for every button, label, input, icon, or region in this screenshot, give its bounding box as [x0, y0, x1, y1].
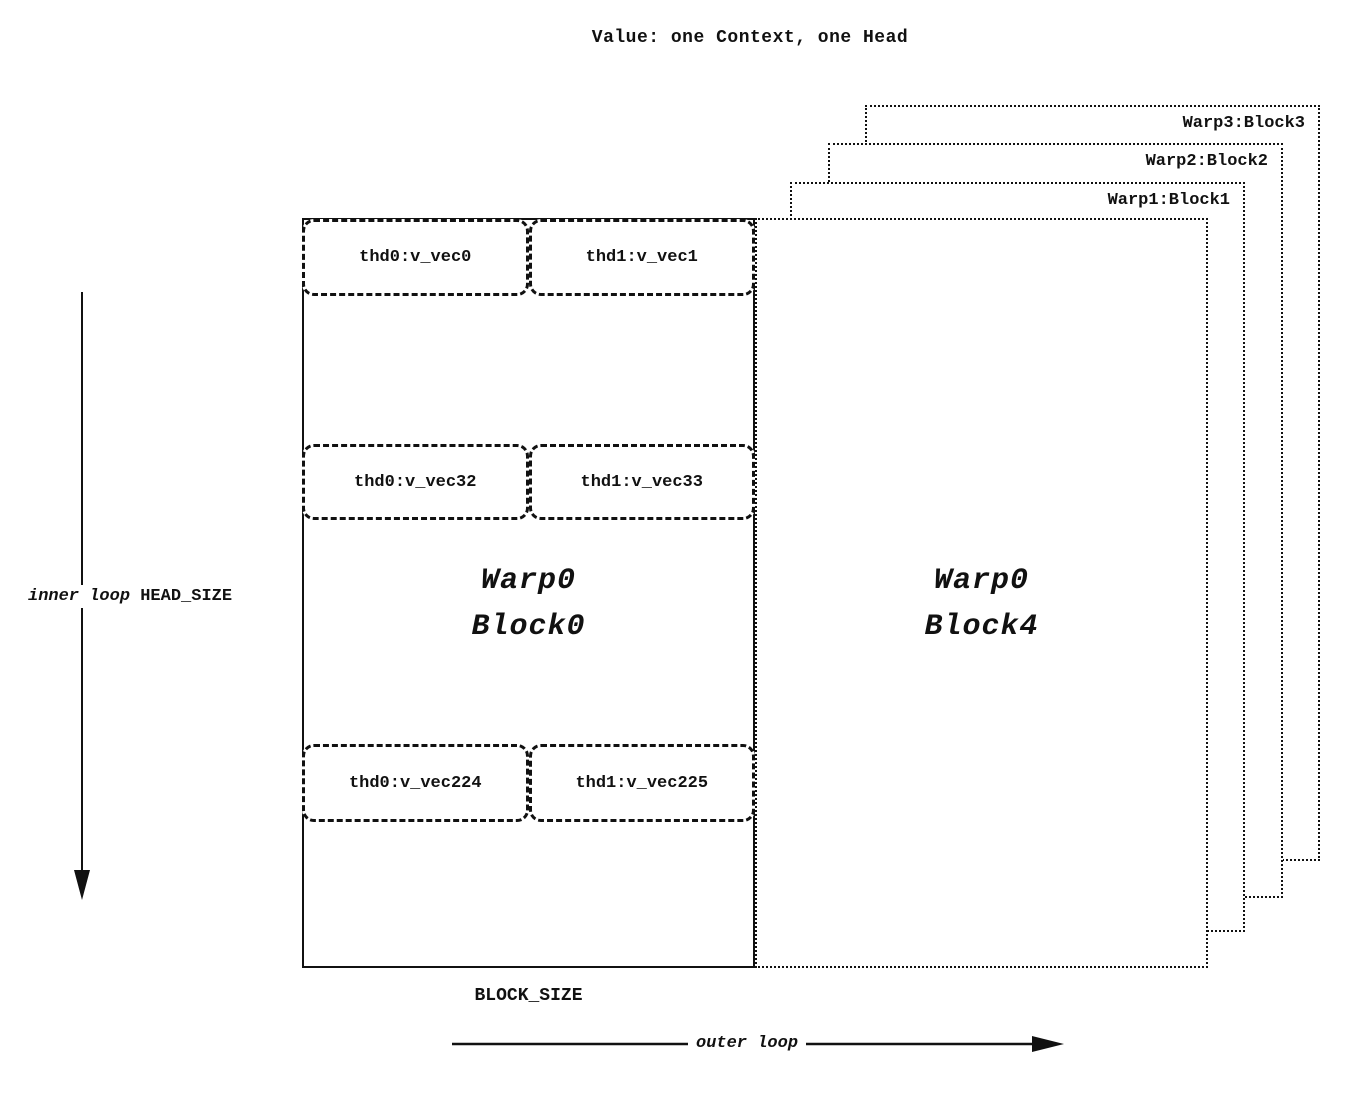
head-size-label: HEAD_SIZE: [140, 587, 233, 606]
warp0-block0-label: Warp0 Block0: [304, 558, 753, 650]
vec-cell: thd0:v_vec0: [302, 219, 529, 296]
warp0-block0-box: thd0:v_vec0 thd1:v_vec1 thd0:v_vec32 thd…: [302, 218, 755, 968]
vec-row-0: thd0:v_vec0 thd1:v_vec1: [302, 219, 755, 296]
vec-cell: thd1:v_vec33: [528, 444, 755, 520]
inner-loop-label: inner loop: [28, 587, 131, 606]
warp3-block3-label: Warp3:Block3: [1182, 114, 1305, 133]
warp0-block4-line1: Warp0: [933, 564, 1029, 598]
vec-cell: thd0:v_vec32: [302, 444, 529, 520]
head-size-axis-label: inner loop HEAD_SIZE: [24, 585, 237, 608]
warp2-block2-label: Warp2:Block2: [1145, 152, 1268, 171]
warp0-block0-line2: Block0: [471, 610, 586, 644]
vec-row-1: thd0:v_vec32 thd1:v_vec33: [302, 444, 755, 520]
warp0-block0-line1: Warp0: [480, 564, 576, 598]
warp0-block4-line2: Block4: [924, 610, 1039, 644]
warp0-block4-box: Warp0 Block4: [755, 218, 1208, 968]
vec-cell: thd1:v_vec225: [528, 744, 755, 822]
diagram-title: Value: one Context, one Head: [591, 28, 909, 48]
down-arrow-icon: [74, 292, 90, 900]
block-size-label: BLOCK_SIZE: [474, 986, 583, 1006]
vec-row-2: thd0:v_vec224 thd1:v_vec225: [302, 744, 755, 822]
vec-cell: thd1:v_vec1: [528, 219, 755, 296]
outer-loop-label: outer loop: [688, 1034, 807, 1053]
vec-cell: thd0:v_vec224: [302, 744, 529, 822]
warp0-block4-label: Warp0 Block4: [757, 558, 1206, 650]
warp1-block1-label: Warp1:Block1: [1107, 191, 1230, 210]
